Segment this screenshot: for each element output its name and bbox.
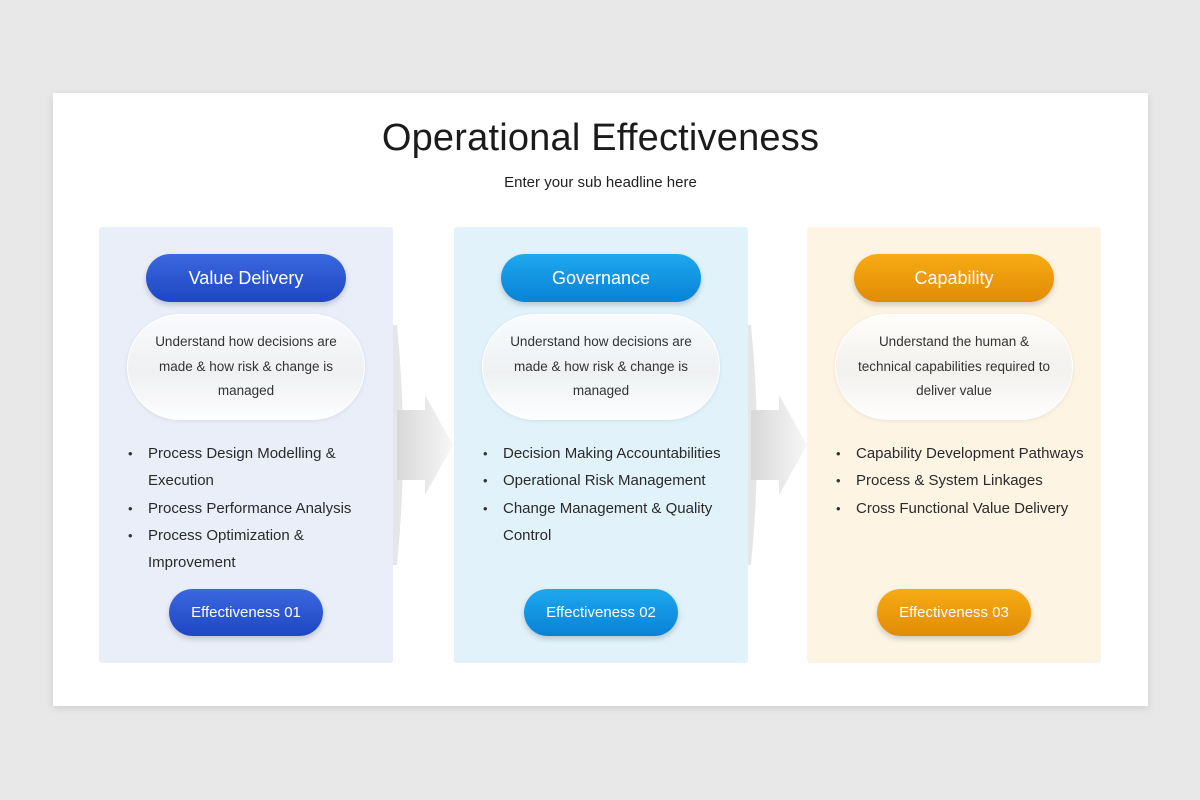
list-item: Cross Functional Value Delivery [834,495,1094,523]
column-heading: Value Delivery [146,254,346,302]
effectiveness-badge: Effectiveness 03 [877,589,1031,636]
bullet-list: Decision Making Accountabilities Operati… [481,440,741,549]
list-item: Operational Risk Management [481,467,741,495]
column-heading: Governance [501,254,701,302]
effectiveness-badge: Effectiveness 02 [524,589,678,636]
list-item: Decision Making Accountabilities [481,440,741,468]
column-description: Understand how decisions are made & how … [482,314,720,420]
column-value-delivery: Value Delivery Understand how decisions … [99,227,393,663]
effectiveness-badge: Effectiveness 01 [169,589,323,636]
list-item: Process Optimization & Improvement [126,522,386,577]
list-item: Capability Development Pathways [834,440,1094,468]
column-capability: Capability Understand the human & techni… [807,227,1101,663]
list-item: Process & System Linkages [834,467,1094,495]
column-description: Understand how decisions are made & how … [127,314,365,420]
list-item: Change Management & Quality Control [481,495,741,550]
page-title: Operational Effectiveness [381,117,820,159]
column-governance: Governance Understand how decisions are … [454,227,748,663]
column-heading: Capability [854,254,1054,302]
slide: Operational Effectiveness Enter your sub… [53,93,1148,706]
bullet-list: Capability Development Pathways Process … [834,440,1094,522]
list-item: Process Performance Analysis [126,495,386,523]
bullet-list: Process Design Modelling & Execution Pro… [126,440,386,576]
column-description: Understand the human & technical capabil… [835,314,1073,420]
arrow-right-icon [747,325,807,565]
page-subtitle: Enter your sub headline here [504,174,697,191]
arrow-right-icon [393,325,453,565]
list-item: Process Design Modelling & Execution [126,440,386,495]
